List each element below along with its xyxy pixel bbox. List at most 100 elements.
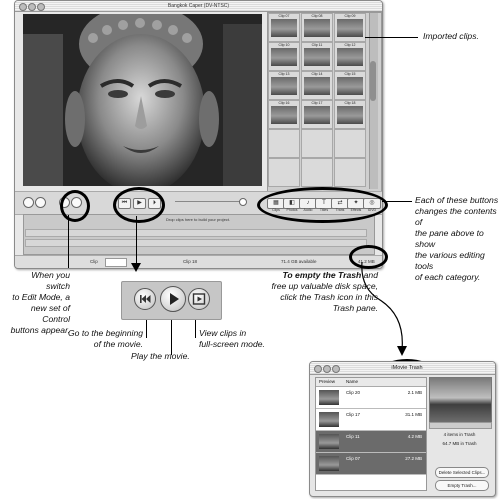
clip-thumbnail xyxy=(337,106,363,124)
trash-close-button[interactable] xyxy=(314,365,322,373)
play-icon xyxy=(170,293,179,305)
clip-thumbnail xyxy=(337,77,363,95)
empty-clip-cell[interactable] xyxy=(334,129,366,158)
clip-label: Clip 17 xyxy=(311,101,323,105)
clip-thumbnail xyxy=(271,77,297,95)
title-bar[interactable] xyxy=(15,1,382,12)
edit-mode-icon[interactable] xyxy=(35,197,46,208)
clip-shelf-scrollbar[interactable] xyxy=(369,13,378,189)
empty-clip-cell[interactable] xyxy=(334,158,366,187)
fullscreen-icon xyxy=(192,293,206,305)
go-beginning-annotation: Go to the beginning of the movie. xyxy=(67,328,143,349)
clip-thumbnail xyxy=(304,19,330,37)
table-header: Preview Name xyxy=(316,378,426,387)
clips-line xyxy=(365,37,418,38)
edit-mode-oval xyxy=(60,190,90,222)
clip-cell[interactable]: Clip 16 xyxy=(268,100,300,129)
preview-scrubber[interactable] xyxy=(429,422,492,429)
current-clip-name: Clip 18 xyxy=(183,259,198,264)
play-movie-button[interactable] xyxy=(160,286,186,312)
empty-trash-annotation: To empty the Trash and free up valuable … xyxy=(271,270,378,313)
clip-cell[interactable]: Clip 15 xyxy=(334,71,366,100)
close-window-button[interactable] xyxy=(19,3,27,11)
clip-label: Clip 08 xyxy=(311,14,323,18)
clip-cell[interactable]: Clip 18 xyxy=(334,100,366,129)
pane-buttons-oval xyxy=(257,187,388,223)
clip-cell[interactable]: Clip 07 xyxy=(268,13,300,42)
clip-label: Clip 14 xyxy=(311,72,323,76)
audio-track-1[interactable] xyxy=(25,239,367,247)
trash-minimize-button[interactable] xyxy=(323,365,331,373)
trash-preview-image xyxy=(429,377,492,423)
clip-cell[interactable]: Clip 13 xyxy=(268,71,300,100)
clip-thumbnail xyxy=(271,106,297,124)
zoom-field[interactable] xyxy=(105,258,127,267)
clip-preview-thumbnail xyxy=(319,412,339,427)
camera-mode-icon[interactable] xyxy=(23,197,34,208)
preview-column-header[interactable]: Preview xyxy=(319,379,336,384)
clip-label: Clip 12 xyxy=(344,43,356,47)
go-to-beginning-button[interactable] xyxy=(134,288,156,310)
clip-label: Clip 15 xyxy=(344,72,356,76)
controls-arrow-icon xyxy=(131,263,141,272)
pane-buttons-line xyxy=(382,201,412,202)
controls-line xyxy=(136,216,137,266)
clip-label: Clip 11 xyxy=(311,43,323,47)
clip-thumbnail xyxy=(304,106,330,124)
clip-thumbnail xyxy=(337,48,363,66)
clip-name: Clip 07 xyxy=(346,456,361,461)
clip-preview-thumbnail xyxy=(319,456,339,471)
video-track[interactable] xyxy=(25,229,367,237)
clip-cell[interactable]: Clip 08 xyxy=(301,13,333,42)
movie-monitor[interactable] xyxy=(23,14,262,186)
clip-label: Clip 18 xyxy=(344,101,356,105)
clip-thumbnail xyxy=(304,48,330,66)
buddha-head-image xyxy=(23,14,262,186)
clip-cell[interactable]: Clip 12 xyxy=(334,42,366,71)
clip-label: Clip 09 xyxy=(344,14,356,18)
name-column-header[interactable]: Name xyxy=(346,379,359,384)
clip-name: Clip 17 xyxy=(346,412,361,417)
zoom-window-button[interactable] xyxy=(37,3,45,11)
playback-controls-oval xyxy=(113,187,165,223)
empty-trash-button[interactable]: Empty Trash... xyxy=(435,480,489,491)
pane-buttons-annotation: Each of these buttons changes the conten… xyxy=(415,195,499,282)
clip-cell[interactable]: Clip 11 xyxy=(301,42,333,71)
empty-clip-cell[interactable] xyxy=(301,129,333,158)
edit-mode-line xyxy=(68,215,69,268)
empty-clip-cell[interactable] xyxy=(268,129,300,158)
scroll-thumb[interactable] xyxy=(370,61,376,101)
volume-knob[interactable] xyxy=(239,198,247,206)
clip-cell[interactable]: Clip 14 xyxy=(301,71,333,100)
clip-size: 4.2 MB xyxy=(407,434,422,439)
beginning-line xyxy=(146,309,147,338)
empty-clip-cell[interactable] xyxy=(301,158,333,187)
trash-window-title: iMovie Trash xyxy=(391,365,423,371)
delete-selected-clips-button[interactable]: Delete Selected Clips... xyxy=(435,467,489,478)
trash-title-bar[interactable] xyxy=(310,362,495,375)
clip-label: Clip xyxy=(90,259,98,264)
window-title: Bangkok Caper (DV-NTSC) xyxy=(167,3,230,9)
clip-preview-thumbnail xyxy=(319,390,339,405)
clip-thumbnail xyxy=(337,19,363,37)
clip-name: Clip 20 xyxy=(346,390,361,395)
empty-clip-cell[interactable] xyxy=(268,158,300,187)
clip-cell[interactable]: Clip 10 xyxy=(268,42,300,71)
clip-cell[interactable]: Clip 17 xyxy=(301,100,333,129)
minimize-window-button[interactable] xyxy=(28,3,36,11)
disk-space: 71.4 GB available xyxy=(281,259,317,264)
trash-zoom-button[interactable] xyxy=(332,365,340,373)
clip-label: Clip 13 xyxy=(278,72,290,76)
clip-thumbnail xyxy=(304,77,330,95)
full-screen-button[interactable] xyxy=(188,288,210,310)
timeline-hint: Drop clips here to build your project. xyxy=(165,217,231,222)
imported-clips-annotation: Imported clips. xyxy=(423,31,479,41)
clip-cell[interactable]: Clip 09 xyxy=(334,13,366,42)
volume-slider[interactable] xyxy=(175,201,245,202)
